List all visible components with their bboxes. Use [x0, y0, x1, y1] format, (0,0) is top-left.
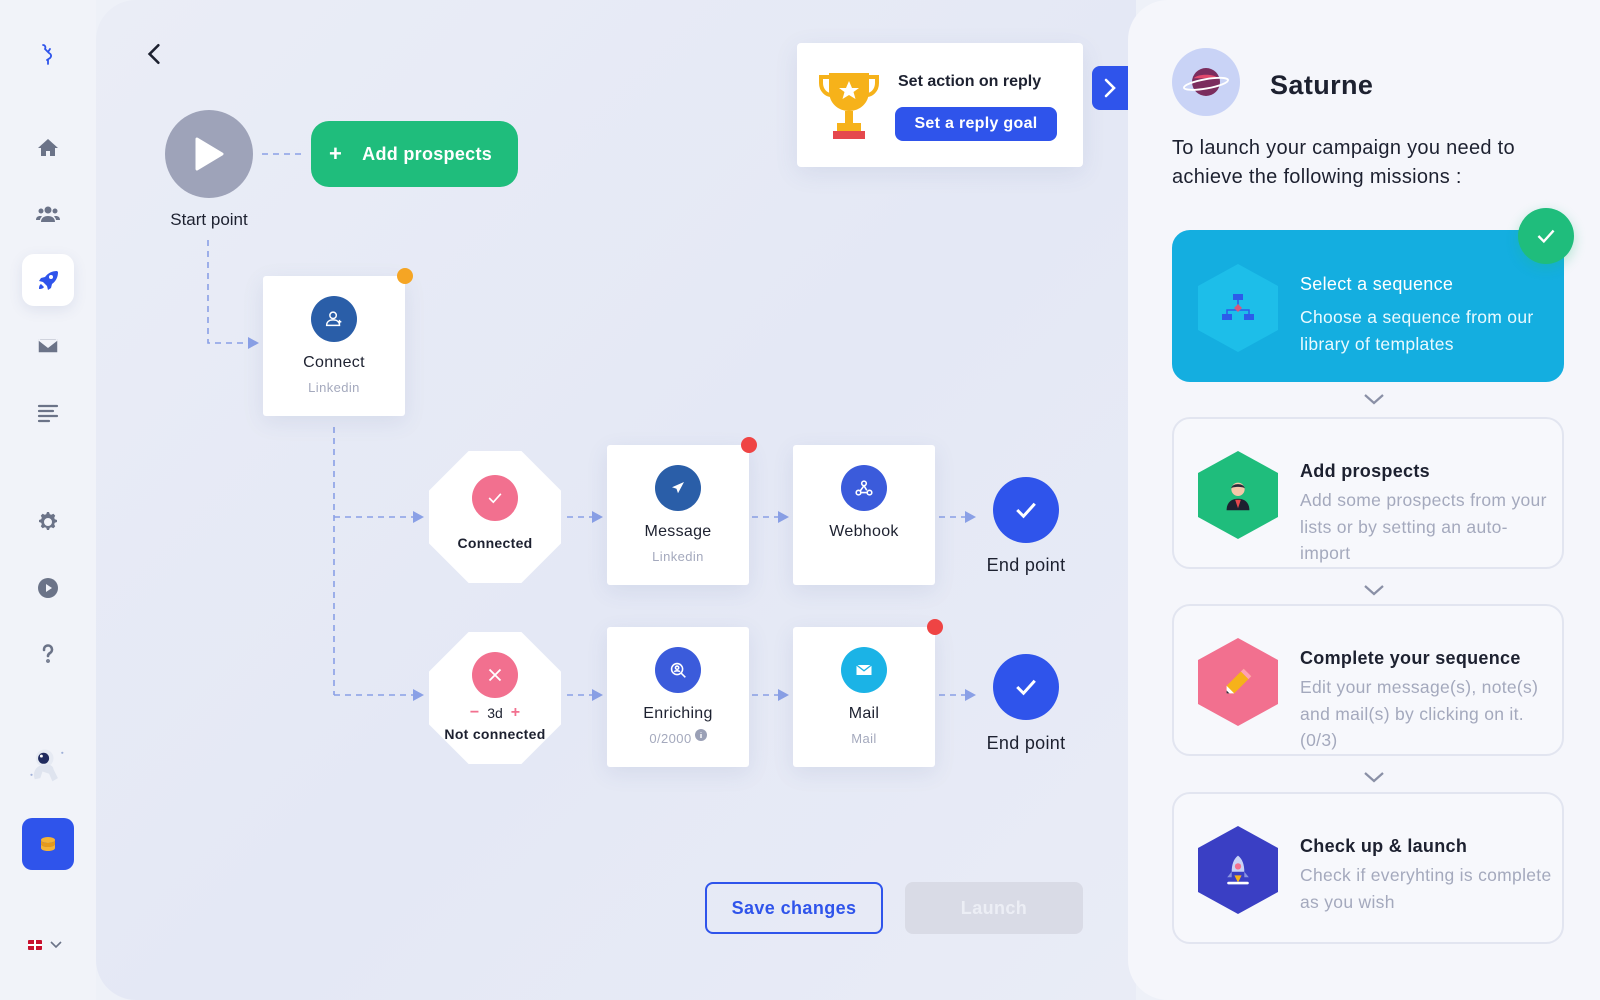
rocket-icon[interactable]: [22, 254, 74, 306]
saturn-avatar: [1172, 48, 1240, 116]
end-point-connected: [993, 477, 1059, 543]
send-icon: [655, 465, 701, 511]
play-icon[interactable]: [22, 562, 74, 614]
close-icon: [472, 652, 518, 698]
mission-title: Select a sequence: [1300, 274, 1454, 294]
prospect-icon: [1198, 451, 1278, 539]
message-title: Message: [644, 523, 712, 540]
enriching-title: Enriching: [643, 705, 713, 722]
enriching-node[interactable]: Enriching 0/2000: [607, 627, 749, 767]
connect-subtitle: Linkedin: [308, 380, 360, 395]
mission-check-launch[interactable]: Check up & launch Check if everyhting is…: [1172, 792, 1564, 944]
not-connected-label: Not connected: [444, 726, 546, 742]
end-point-not-connected: [993, 654, 1059, 720]
list-icon[interactable]: [22, 386, 74, 438]
mail-title: Mail: [848, 705, 880, 722]
mission-complete-sequence[interactable]: Complete your sequence Edit your message…: [1172, 604, 1564, 756]
chevron-down-icon: [1364, 585, 1384, 596]
flamingo-logo-icon[interactable]: [22, 28, 74, 80]
connect-title: Connect: [303, 354, 365, 371]
check-icon: [472, 475, 518, 521]
enriching-quota: 0/2000: [649, 728, 707, 746]
webhook-title: Webhook: [829, 523, 899, 540]
chevron-right-icon: [1104, 78, 1116, 98]
chevron-left-icon: [147, 43, 160, 65]
check-icon: [1016, 679, 1036, 696]
mail-icon: [841, 647, 887, 693]
end-point-label: End point: [986, 555, 1066, 575]
delay-plus-button[interactable]: +: [510, 704, 521, 721]
panel-intro: To launch your campaign you need to achi…: [1172, 137, 1515, 188]
delay-control: − 3d +: [470, 704, 520, 722]
language-selector[interactable]: [28, 940, 62, 950]
add-prospects-button[interactable]: + Add prospects: [311, 121, 518, 187]
mission-desc: Check if everyhting is complete as you w…: [1300, 865, 1552, 912]
connect-node[interactable]: Connect Linkedin: [263, 268, 413, 416]
reply-action-card: Set action on reply Set a reply goal: [797, 43, 1083, 167]
info-icon[interactable]: [694, 728, 707, 741]
mission-desc: Choose a sequence from our library of te…: [1300, 307, 1534, 354]
coins-icon[interactable]: [22, 818, 74, 870]
question-icon[interactable]: [22, 628, 74, 680]
delay-value: 3d: [487, 705, 503, 721]
add-user-icon: [311, 296, 357, 342]
en-flag-icon: [28, 940, 42, 950]
warning-dot: [397, 268, 413, 284]
mission-title: Add prospects: [1300, 461, 1430, 481]
play-icon: [195, 137, 224, 171]
sequence-icon: [1198, 264, 1278, 352]
planet-icon: [1182, 68, 1230, 96]
pencil-icon: [1198, 638, 1278, 726]
astronaut-icon[interactable]: [22, 740, 74, 792]
end-point-label: End point: [986, 733, 1066, 753]
home-icon[interactable]: [22, 122, 74, 174]
error-dot: [741, 437, 757, 453]
panel-title: Saturne: [1270, 70, 1374, 100]
mission-add-prospects[interactable]: Add prospects Add some prospects from yo…: [1172, 417, 1564, 569]
users-icon[interactable]: [22, 188, 74, 240]
connected-condition[interactable]: Connected: [429, 451, 561, 583]
message-node[interactable]: Message Linkedin: [607, 437, 757, 585]
chevron-down-icon: [1364, 394, 1384, 405]
delay-minus-button[interactable]: −: [469, 704, 480, 721]
plus-icon: +: [329, 141, 343, 166]
mission-complete-check-icon: [1518, 208, 1574, 264]
connected-label: Connected: [457, 535, 533, 551]
search-user-icon: [655, 647, 701, 693]
mission-desc: Edit your message(s), note(s) and mail(s…: [1300, 677, 1539, 750]
add-prospects-label: Add prospects: [362, 143, 493, 164]
mail-icon[interactable]: [22, 320, 74, 372]
mission-title: Complete your sequence: [1300, 648, 1521, 668]
set-reply-goal-button[interactable]: Set a reply goal: [895, 107, 1057, 141]
mission-title: Check up & launch: [1300, 836, 1468, 856]
chevron-down-icon: [50, 941, 62, 949]
gear-icon[interactable]: [22, 496, 74, 548]
trophy-icon: [819, 73, 879, 139]
mail-node[interactable]: Mail Mail: [793, 619, 943, 767]
message-subtitle: Linkedin: [652, 549, 704, 564]
reply-card-title: Set action on reply: [898, 73, 1042, 90]
webhook-node[interactable]: Webhook: [793, 445, 935, 585]
chevron-down-icon: [1364, 772, 1384, 783]
sidebar: [0, 0, 96, 1000]
mail-subtitle: Mail: [851, 731, 877, 746]
save-changes-button[interactable]: Save changes: [705, 882, 883, 934]
start-point-label: Start point: [170, 210, 248, 229]
webhook-icon: [841, 465, 887, 511]
check-icon: [1016, 502, 1036, 519]
error-dot: [927, 619, 943, 635]
enriching-subtitle: 0/2000: [649, 731, 692, 746]
panel-toggle-button[interactable]: [1092, 66, 1128, 110]
rocket-launch-icon: [1198, 826, 1278, 914]
launch-button[interactable]: Launch: [905, 882, 1083, 934]
not-connected-condition[interactable]: − 3d + Not connected: [429, 632, 561, 764]
mission-desc: Add some prospects from your lists or by…: [1300, 490, 1547, 563]
back-button[interactable]: [140, 40, 168, 68]
mission-select-sequence[interactable]: Select a sequence Choose a sequence from…: [1172, 230, 1564, 382]
start-point-button[interactable]: [165, 110, 253, 198]
